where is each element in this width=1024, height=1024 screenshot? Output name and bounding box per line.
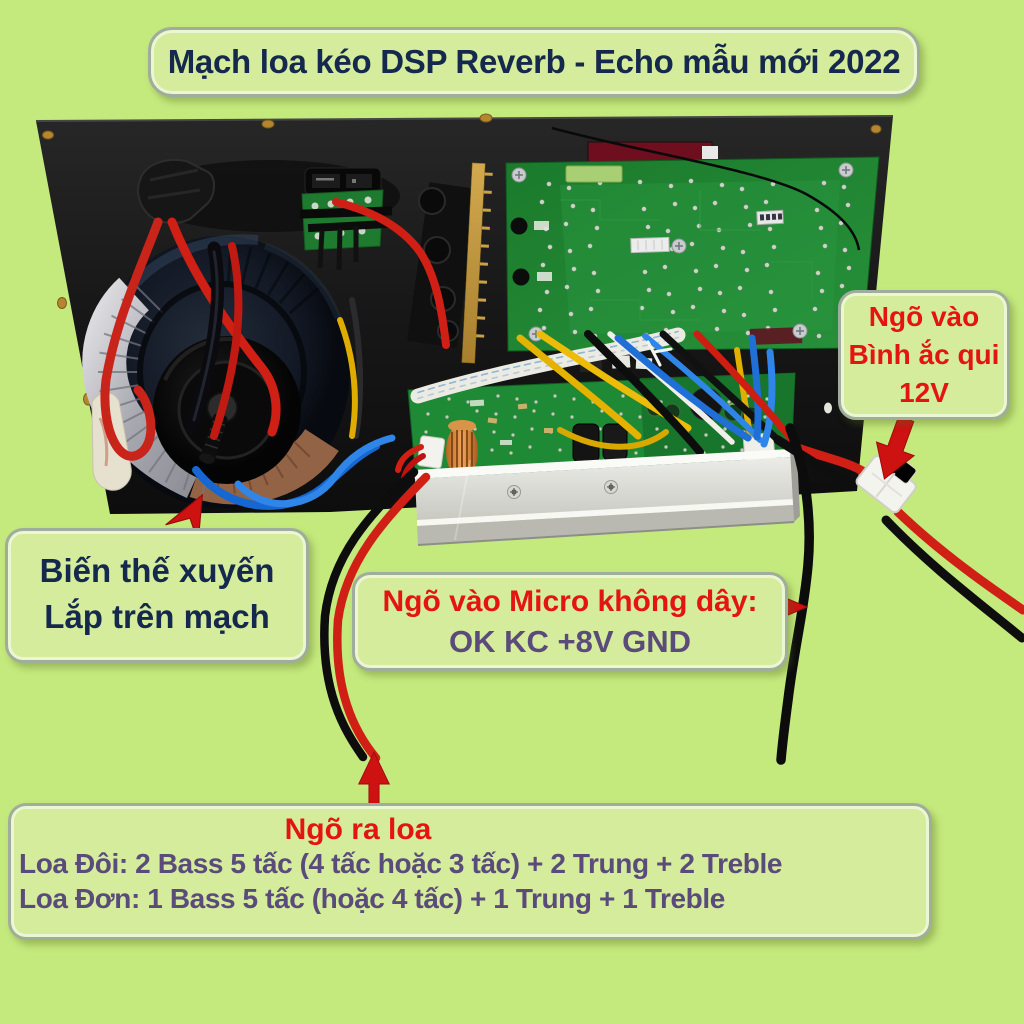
aluminum-heatsink <box>413 449 800 546</box>
thin-signal-wire <box>551 126 861 251</box>
speaker-dual-config: Loa Đôi: 2 Bass 5 tấc (4 tấc hoặc 3 tấc)… <box>19 848 783 879</box>
battery-input-callout: Ngõ vào Bình ắc qui 12V <box>838 290 1010 420</box>
speaker-wire-red <box>333 472 431 763</box>
toroid-inductor <box>446 420 478 478</box>
capacitor <box>602 423 628 461</box>
battery-label-line: Bình ắc qui <box>848 339 1000 370</box>
power-switch-pcb <box>299 167 393 271</box>
transformer-label-line: Biến thế xuyến <box>39 552 275 589</box>
jst-connector <box>630 236 670 254</box>
gold-pin-header <box>461 162 493 364</box>
amp-input-connector <box>416 435 446 469</box>
title-banner: Mạch loa kéo DSP Reverb - Echo mẫu mới 2… <box>148 27 920 97</box>
micro-input-callout: Ngõ vào Micro không dây: OK KC +8V GND <box>352 572 788 671</box>
transformer-callout: Biến thế xuyến Lắp trên mạch <box>5 528 309 663</box>
wire-bundle <box>395 327 804 481</box>
battery-label-line: Ngõ vào <box>868 301 980 332</box>
speaker-output-callout: Ngõ ra loa Loa Đôi: 2 Bass 5 tấc (4 tấc … <box>8 803 932 940</box>
transformer-wires <box>100 198 450 510</box>
wire-grommet <box>137 159 215 224</box>
page-title: Mạch loa kéo DSP Reverb - Echo mẫu mới 2… <box>167 43 901 80</box>
speaker-label-heading: Ngõ ra loa <box>284 813 432 846</box>
dsp-board <box>505 156 880 352</box>
zip-tie <box>646 340 673 367</box>
panel-pot-backs <box>407 182 479 348</box>
dip-switch <box>756 209 784 226</box>
transformer-label-line: Lắp trên mạch <box>44 598 270 635</box>
micro-label-heading: Ngõ vào Micro không dây: <box>382 585 758 618</box>
speaker-single-config: Loa Đơn: 1 Bass 5 tấc (hoặc 4 tấc) + 1 T… <box>19 883 725 914</box>
battery-label-line: 12V <box>899 377 949 408</box>
heatsink-screw <box>604 480 618 494</box>
display-window <box>565 165 623 183</box>
heatsink-screw <box>507 485 521 499</box>
battery-wire-black <box>773 435 857 491</box>
micro-label-pins: OK KC +8V GND <box>448 624 692 659</box>
external-wires <box>320 423 1024 765</box>
display-edge-clip <box>702 146 718 159</box>
speaker-wire-black <box>320 467 419 762</box>
battery-wire-red <box>793 443 869 477</box>
